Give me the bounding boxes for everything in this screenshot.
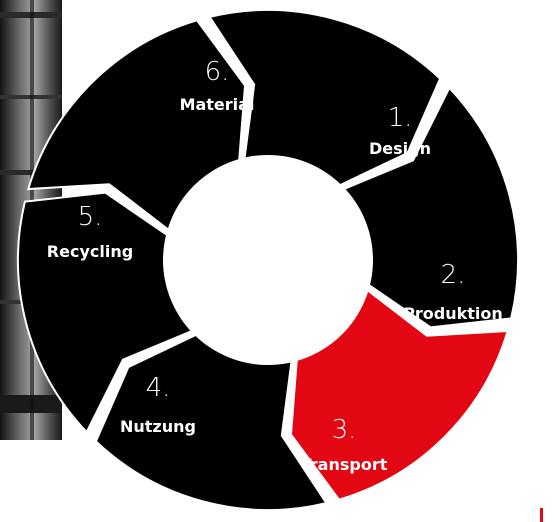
step-label: Transport — [301, 455, 388, 474]
center-hole — [163, 155, 373, 365]
step-number: 1. — [388, 103, 413, 133]
step-number: 3. — [332, 415, 357, 445]
step-number: 5. — [78, 202, 103, 232]
step-number: 4. — [146, 373, 171, 403]
cycle-labels: 1. Design 2. Produktion 3. Transport 4. Nutzung… — [47, 57, 503, 474]
step-label: Nutzung — [120, 417, 196, 436]
step-label: Produktion — [403, 304, 503, 323]
step-number: 2. — [441, 260, 466, 290]
cycle-segments — [17, 9, 519, 511]
edge-mark — [540, 508, 543, 522]
step-label: Recycling — [47, 242, 133, 261]
step-label: Material — [180, 95, 255, 114]
step-label: Design — [369, 139, 431, 158]
step-number: 6. — [205, 57, 230, 87]
